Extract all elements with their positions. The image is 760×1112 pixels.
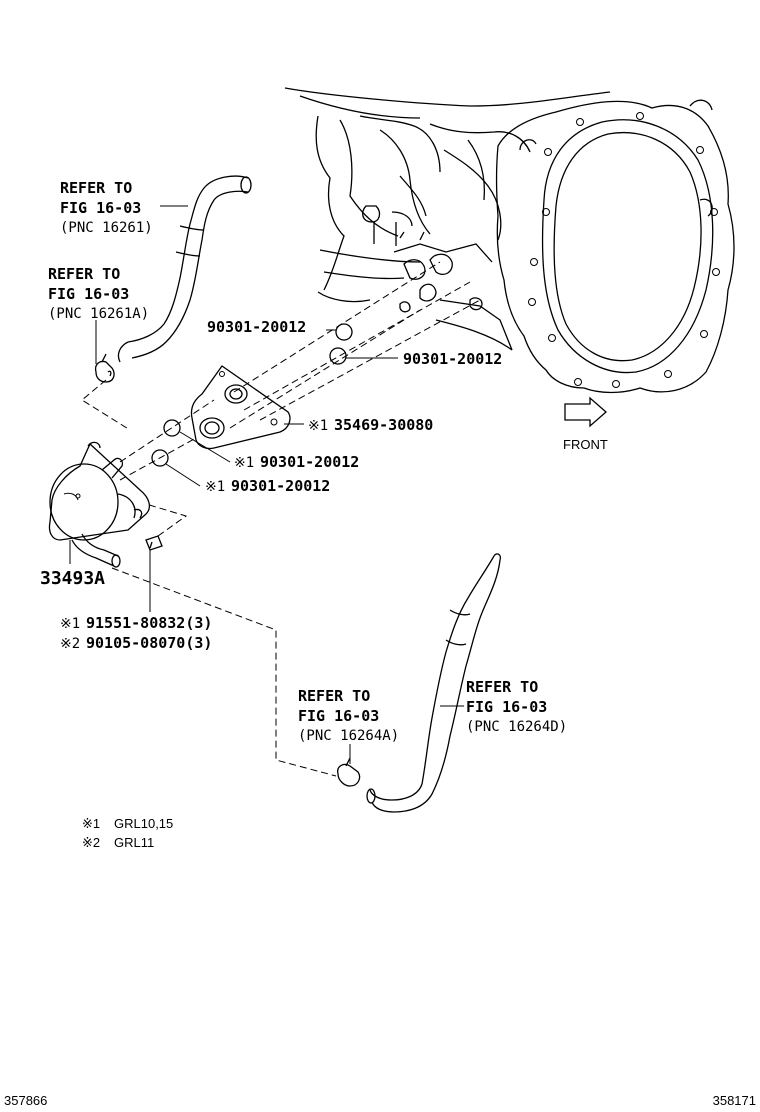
- part-label-bolt-2: 90105-08070(3): [86, 634, 212, 652]
- part-label-oring-a: 90301-20012: [207, 318, 306, 336]
- front-label: FRONT: [563, 437, 608, 452]
- hose-lower-refer: REFER TO: [466, 678, 538, 696]
- part-label-cooler: 33493A: [40, 568, 105, 589]
- oil-cooler: [48, 441, 151, 568]
- legend-text-1: GRL10,15: [114, 816, 173, 831]
- hose-upper-pnc: (PNC 16261): [60, 220, 153, 236]
- o-ring-c: [163, 419, 181, 437]
- lower-hose: [366, 553, 502, 813]
- hose-lower-fig: FIG 16-03: [466, 698, 547, 716]
- hose-lower-pnc: (PNC 16264D): [466, 719, 567, 735]
- mark-oring-c: ※1: [234, 455, 254, 471]
- upper-hose: [117, 175, 252, 363]
- leader-oring-c: [179, 431, 231, 463]
- part-label-plate: 35469-30080: [334, 416, 433, 434]
- footer-id-right: 358171: [713, 1093, 756, 1108]
- legend-mark-2: ※2: [82, 835, 100, 850]
- part-label-oring-c: 90301-20012: [260, 453, 359, 471]
- clamp-upper-pnc: (PNC 16261A): [48, 306, 149, 322]
- dashed-clamp-upper: [81, 379, 131, 431]
- dashed-guides: [119, 261, 481, 481]
- bolt-icon: [145, 535, 163, 551]
- clamp-upper-refer: REFER TO: [48, 265, 120, 283]
- legend-text-2: GRL11: [114, 835, 154, 850]
- clamp-lower-refer: REFER TO: [298, 687, 370, 705]
- o-ring-a: [335, 323, 353, 341]
- clamp-lower-fig: FIG 16-03: [298, 707, 379, 725]
- mark-bolt-1: ※1: [60, 616, 80, 632]
- clamp-upper-fig: FIG 16-03: [48, 285, 129, 303]
- dashed-clamp-lower: [111, 567, 337, 777]
- dashed-bolt-cooler: [145, 503, 188, 537]
- mark-plate: ※1: [308, 418, 328, 434]
- adapter-plate: [190, 365, 291, 450]
- hose-upper-refer: REFER TO: [60, 179, 132, 197]
- footer-id-left: 357866: [4, 1093, 47, 1108]
- hose-upper-fig: FIG 16-03: [60, 199, 141, 217]
- transmission-case: [284, 87, 735, 394]
- o-ring-b: [329, 347, 347, 365]
- mark-oring-d: ※1: [205, 479, 225, 495]
- part-label-oring-b: 90301-20012: [403, 350, 502, 368]
- mark-bolt-2: ※2: [60, 636, 80, 652]
- part-label-oring-d: 90301-20012: [231, 477, 330, 495]
- clamp-lower-pnc: (PNC 16264A): [298, 728, 399, 744]
- lower-clamp: [337, 757, 361, 787]
- o-ring-d: [151, 449, 169, 467]
- leader-oring-d: [165, 463, 201, 487]
- part-label-bolt-1: 91551-80832(3): [86, 614, 212, 632]
- front-arrow-icon: [564, 396, 607, 428]
- legend-mark-1: ※1: [82, 816, 100, 831]
- upper-clamp: [94, 353, 115, 383]
